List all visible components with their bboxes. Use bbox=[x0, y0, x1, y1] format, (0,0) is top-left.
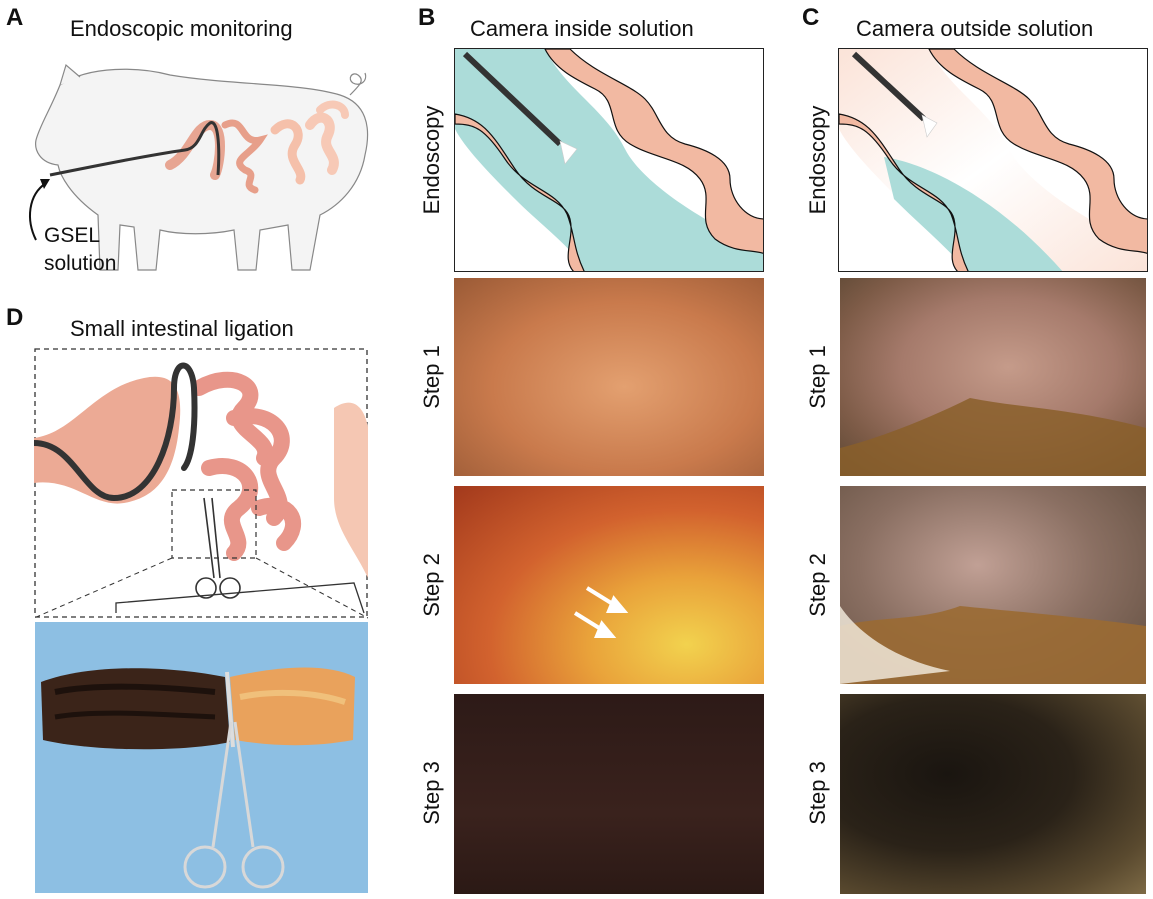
panel-c-step1-image bbox=[840, 278, 1146, 476]
gsel-label-line1: GSEL bbox=[44, 224, 101, 247]
panel-b-title: Camera inside solution bbox=[470, 16, 694, 41]
ligation-illustration bbox=[34, 348, 368, 619]
panel-c-title: Camera outside solution bbox=[856, 16, 1094, 41]
panel-b-row-label-step1: Step 1 bbox=[419, 345, 444, 409]
panel-c-step3-image bbox=[840, 694, 1146, 894]
panel-b-step3-image bbox=[454, 694, 764, 894]
panel-b-letter: B bbox=[418, 4, 436, 31]
panel-c-letter: C bbox=[802, 4, 820, 31]
panel-b-row-label-endoscopy: Endoscopy bbox=[419, 105, 444, 215]
panel-c-row-label-step3: Step 3 bbox=[805, 761, 830, 825]
panel-c-step1-fluid bbox=[840, 398, 1146, 476]
panel-b-step2-arrows bbox=[573, 586, 629, 638]
panel-c-row-label-endoscopy: Endoscopy bbox=[805, 105, 830, 215]
intestine-photo-drawing bbox=[35, 622, 368, 893]
panel-a-letter: A bbox=[6, 4, 24, 31]
panel-b-row-label-step3: Step 3 bbox=[419, 761, 444, 825]
gsel-label-line2: solution bbox=[44, 252, 117, 275]
panel-b-row-label-step2: Step 2 bbox=[419, 553, 444, 617]
intestine-photo bbox=[35, 622, 368, 893]
panel-c-step2-fluid bbox=[840, 606, 1146, 684]
panel-c-step2-image bbox=[840, 486, 1146, 684]
pig-illustration bbox=[29, 63, 369, 271]
panel-b-step2-image bbox=[454, 486, 764, 684]
panel-d-title: Small intestinal ligation bbox=[70, 316, 294, 341]
panel-b-step1-image bbox=[454, 278, 764, 476]
panel-c-endoscopy-schematic bbox=[838, 48, 1148, 272]
panel-a-title: Endoscopic monitoring bbox=[70, 16, 293, 41]
panel-d-letter: D bbox=[6, 304, 24, 331]
panel-c-row-label-step2: Step 2 bbox=[805, 553, 830, 617]
panel-c-row-label-step1: Step 1 bbox=[805, 345, 830, 409]
panel-b-endoscopy-schematic bbox=[454, 48, 764, 272]
